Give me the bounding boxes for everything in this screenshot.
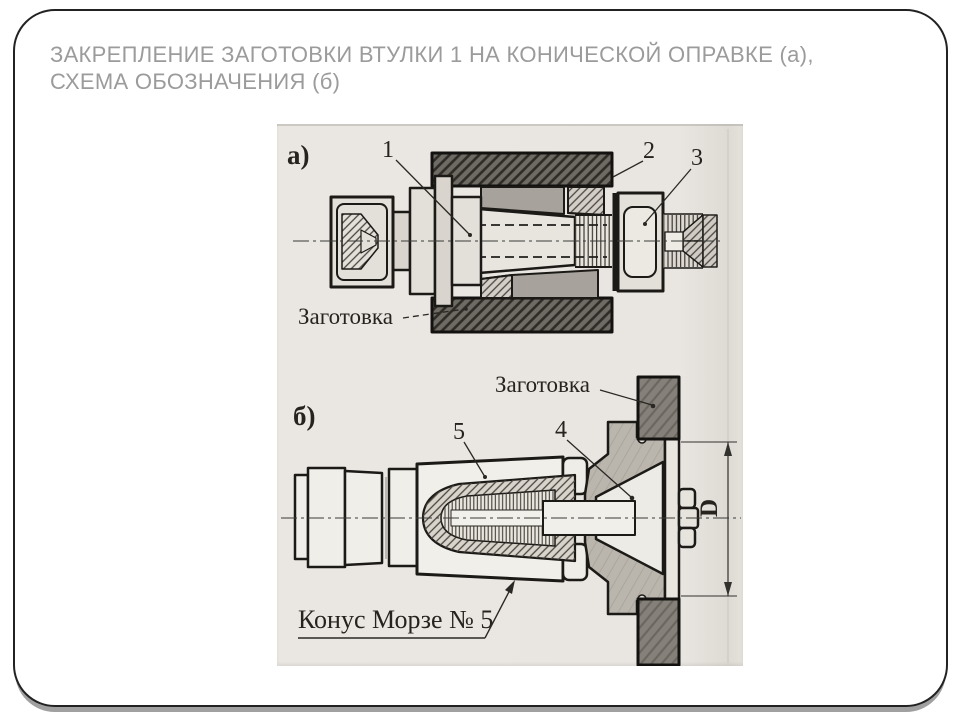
view-a-workpiece-label: Заготовка [298, 304, 393, 329]
view-b-workpiece-dot [650, 403, 656, 409]
callout-4: 4 [555, 417, 567, 443]
callout-5-leader [463, 441, 486, 478]
callout-2-leader [612, 160, 644, 178]
slide-title-line-1: ЗАКРЕПЛЕНИЕ ЗАГОТОВКИ ВТУЛКИ 1 НА КОНИЧЕ… [50, 42, 814, 67]
workpiece-block-bottom [636, 597, 681, 666]
slide-card: ЗАКРЕПЛЕНИЕ ЗАГОТОВКИ ВТУЛКИ 1 НА КОНИЧЕ… [13, 9, 948, 707]
scanned-figure: а) 1 2 3 Заготовка [277, 124, 743, 666]
faceplate [663, 437, 681, 601]
view-a-drawing [293, 151, 720, 334]
callout-3: 3 [691, 145, 703, 171]
view-a-workpiece-dot [464, 307, 468, 311]
callout-4-dot [629, 495, 635, 501]
callout-3-dot [643, 222, 647, 226]
technical-drawing-svg: а) 1 2 3 Заготовка [281, 129, 741, 666]
callout-1-leader [395, 159, 471, 236]
workpiece-sleeve-bottom [430, 296, 614, 334]
view-b-workpiece-label: Заготовка [495, 372, 590, 397]
view-b-workpiece-leader [599, 389, 653, 406]
slide-title-line-2: СХЕМА ОБОЗНАЧЕНИЯ (б) [50, 69, 341, 94]
view-b-drawing [281, 375, 741, 666]
view-b-label: б) [293, 401, 316, 431]
workpiece-block-top [636, 375, 681, 441]
callout-1-dot [468, 233, 472, 237]
diameter-dimension: D [681, 441, 737, 597]
workpiece-sleeve-top [430, 151, 614, 188]
callout-5-dot [483, 475, 487, 479]
callout-3-leader [644, 168, 692, 224]
clamping-washer [616, 191, 665, 293]
slide-title: ЗАКРЕПЛЕНИЕ ЗАГОТОВКИ ВТУЛКИ 1 НА КОНИЧЕ… [50, 41, 910, 95]
callout-5: 5 [453, 419, 465, 445]
view-a-annotations: а) 1 2 3 Заготовка [287, 137, 703, 329]
morse-taper-arrowhead [505, 580, 515, 594]
view-a-workpiece-leader [402, 308, 466, 319]
callout-2: 2 [643, 138, 655, 164]
diameter-label: D [696, 499, 723, 517]
callout-4-leader [566, 439, 632, 498]
view-b-annotations: б) 5 4 Заготовка Конус Морзе № 5 [293, 372, 737, 639]
left-lathe-center [329, 195, 395, 289]
morse-taper-label: Конус Морзе № 5 [298, 605, 493, 634]
morse-taper-leader [484, 583, 514, 639]
callout-1: 1 [382, 137, 394, 163]
view-a-label: а) [287, 140, 310, 170]
